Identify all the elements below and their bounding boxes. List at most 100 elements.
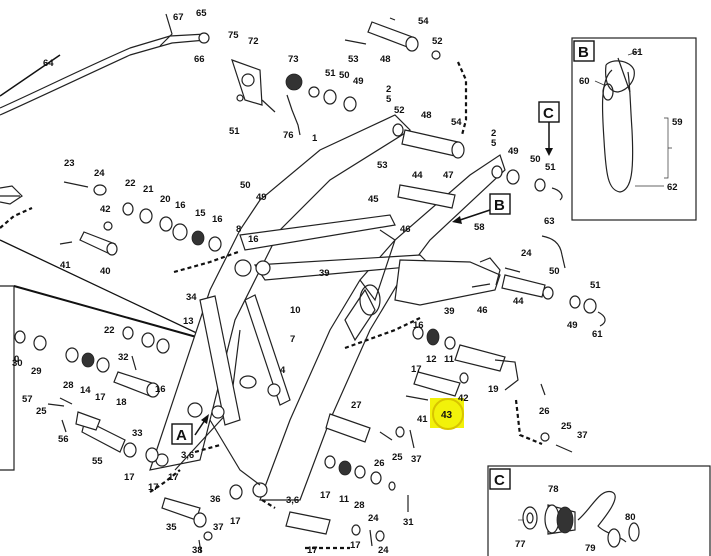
callout-44-mid: 44: [412, 170, 423, 181]
callout-19: 19: [488, 384, 499, 395]
inset-a-marker[interactable]: [171, 423, 193, 445]
callout-11-right: 11: [444, 354, 455, 365]
callout-53-mid: 53: [377, 160, 388, 171]
callout-15: 15: [195, 208, 206, 219]
callout-42-right: 42: [458, 393, 469, 404]
callout-45: 45: [368, 194, 379, 205]
callout-51-top: 51: [325, 68, 336, 79]
callout-61: 61: [632, 47, 643, 58]
callout-46-mid: 46: [400, 224, 411, 235]
callout-14: 14: [80, 385, 91, 396]
callout-34: 34: [186, 292, 197, 303]
callout-37-right: 37: [577, 430, 588, 441]
callout-4: 4: [280, 365, 286, 376]
callout-23: 23: [64, 158, 75, 169]
callout-57: 57: [22, 394, 33, 405]
callout-50-top: 50: [339, 70, 350, 81]
callout-73: 73: [288, 54, 299, 65]
callout-17-low4: 17: [350, 540, 361, 551]
inset-c: C 77 78 79 80: [487, 465, 711, 556]
callout-72: 72: [248, 36, 259, 47]
callout-17-arrow: 17: [148, 482, 159, 493]
callout-labels: 67 65 66 64 75 72 73 51 50 49 76 1 53 48…: [12, 8, 603, 556]
callout-24-low: 24: [368, 513, 379, 524]
callout-30: 30: [12, 358, 23, 369]
callout-7: 7: [290, 334, 295, 345]
callout-18: 18: [116, 397, 127, 408]
callout-17-right: 17: [411, 364, 422, 375]
callout-41-right: 41: [417, 414, 428, 425]
callout-51-right: 51: [545, 162, 556, 173]
callout-38: 38: [192, 545, 203, 556]
inset-a-marker-letter: A: [176, 427, 187, 444]
callout-29: 29: [31, 366, 42, 377]
callout-60: 60: [579, 76, 590, 87]
inset-markers: A B C: [171, 101, 560, 445]
callout-2-right: 2: [491, 128, 496, 139]
callout-21: 21: [143, 184, 154, 195]
highlight-43[interactable]: 43: [430, 398, 464, 430]
callout-79: 79: [585, 543, 596, 554]
callout-31: 31: [403, 517, 414, 528]
callout-49-left: 49: [256, 192, 267, 203]
callout-20: 20: [160, 194, 171, 205]
callout-17-left: 17: [95, 392, 106, 403]
top-link-rod: [0, 13, 210, 205]
callout-49-top: 49: [353, 76, 364, 87]
callout-75: 75: [228, 30, 239, 41]
inset-b-marker[interactable]: [489, 193, 511, 215]
loader-frame: [149, 114, 506, 501]
callout-28-low: 28: [354, 500, 365, 511]
callout-16-right: 16: [413, 320, 424, 331]
callout-65: 65: [196, 8, 207, 19]
callout-80: 80: [625, 512, 636, 523]
callout-49-r2: 49: [567, 320, 578, 331]
callout-2-top: 2: [386, 84, 391, 95]
callout-48-top: 48: [380, 54, 391, 65]
callout-58: 58: [474, 222, 485, 233]
callout-54-mid: 54: [451, 117, 462, 128]
callout-56: 56: [58, 434, 69, 445]
callout-52-top: 52: [432, 36, 443, 47]
callout-37-mid: 37: [411, 454, 422, 465]
callout-50-right: 50: [530, 154, 541, 165]
callout-28: 28: [63, 380, 74, 391]
callout-16-top2: 16: [212, 214, 223, 225]
inset-b: B 61 60 59 62: [571, 37, 697, 221]
callout-59: 59: [672, 117, 683, 128]
inset-c-marker-letter: C: [543, 105, 554, 122]
callout-16-mid: 16: [155, 384, 166, 395]
callout-44-right: 44: [513, 296, 524, 307]
callout-49-right: 49: [508, 146, 519, 157]
callout-11-low: 11: [339, 494, 350, 505]
callout-62: 62: [667, 182, 678, 193]
callout-24-right: 24: [521, 248, 532, 259]
callout-1: 1: [312, 133, 318, 144]
callout-43: 43: [441, 410, 453, 421]
callout-39-right: 39: [444, 306, 455, 317]
callout-24-left: 24: [94, 168, 105, 179]
top-parts: [231, 17, 606, 327]
callout-17-bottom: 17: [307, 545, 318, 556]
callout-16-top: 16: [175, 200, 186, 211]
left-side-parts: [14, 181, 243, 554]
inset-b-letter: B: [578, 44, 589, 61]
callout-54-top: 54: [418, 16, 429, 27]
callout-50-r2: 50: [549, 266, 560, 277]
callout-51-r2: 51: [590, 280, 601, 291]
callout-52-mid: 52: [394, 105, 405, 116]
callout-26-mid: 26: [374, 458, 385, 469]
callout-63: 63: [544, 216, 555, 227]
callout-77: 77: [515, 539, 526, 550]
callout-37-low: 37: [213, 522, 224, 533]
callout-12: 12: [426, 354, 437, 365]
callout-76: 76: [283, 130, 294, 141]
callout-36: 36: [210, 494, 221, 505]
callout-48-mid: 48: [421, 110, 432, 121]
callout-10: 10: [290, 305, 301, 316]
inset-b-marker-letter: B: [494, 197, 505, 214]
callout-61-right: 61: [592, 329, 603, 340]
callout-22-top: 22: [125, 178, 136, 189]
